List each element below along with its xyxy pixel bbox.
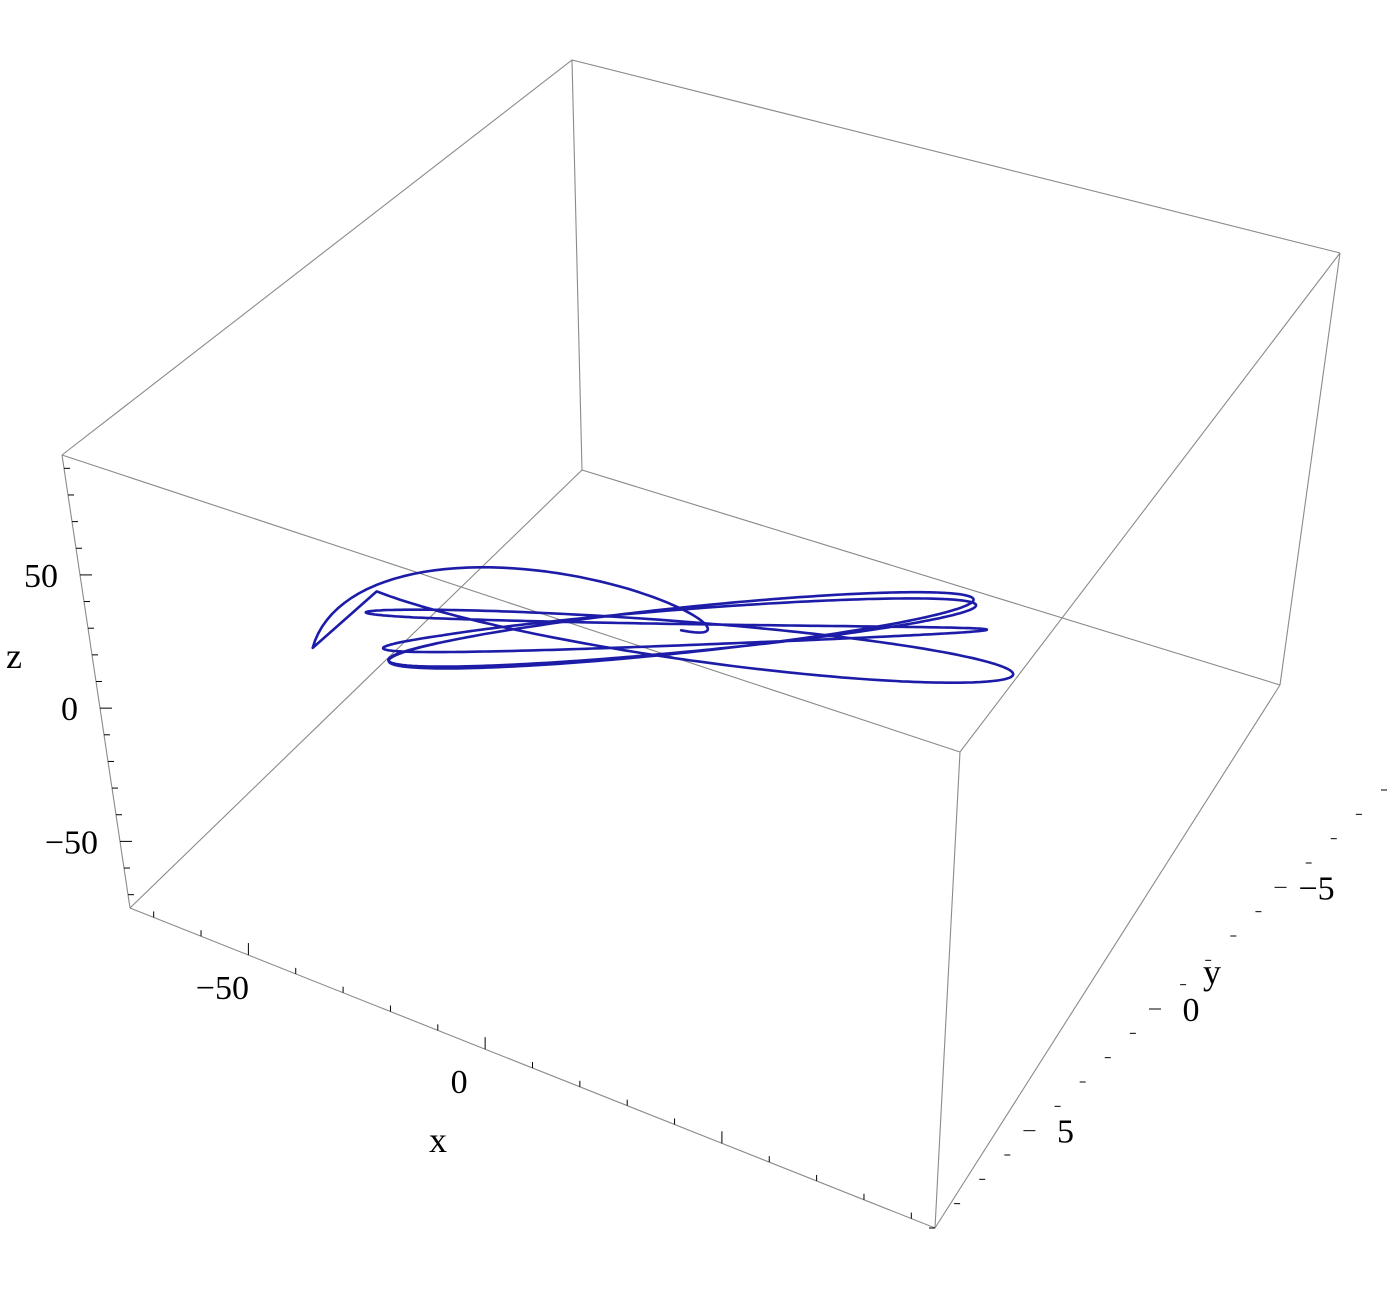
series-trajectory-line — [311, 566, 1015, 684]
x-tick-label: −50 — [196, 970, 249, 1007]
z-tick-label: 50 — [24, 558, 58, 595]
x-tick-label: 0 — [451, 1064, 468, 1101]
box-edges-front-bottom — [129, 684, 1281, 1229]
box-edges-front-vertical-2 — [934, 751, 961, 1229]
y-tick-label: 5 — [1057, 1114, 1074, 1151]
box-edges-rear-bottom — [129, 469, 1281, 909]
x-axis-label: x — [429, 1120, 447, 1160]
z-axis-label: z — [6, 636, 22, 676]
z-tick-label: −50 — [45, 824, 98, 861]
box-edges-rear-vertical — [571, 59, 583, 471]
box-edges-front-top — [61, 252, 1341, 753]
box-edges-back — [61, 59, 1341, 456]
z-tick-label: 0 — [61, 691, 78, 728]
axis-ticks — [64, 467, 1387, 1229]
y-tick-label: −5 — [1298, 870, 1334, 907]
y-tick-label: 0 — [1183, 992, 1200, 1029]
y-axis-label: y — [1203, 952, 1221, 992]
box-edges-right-vertical — [1279, 252, 1341, 686]
